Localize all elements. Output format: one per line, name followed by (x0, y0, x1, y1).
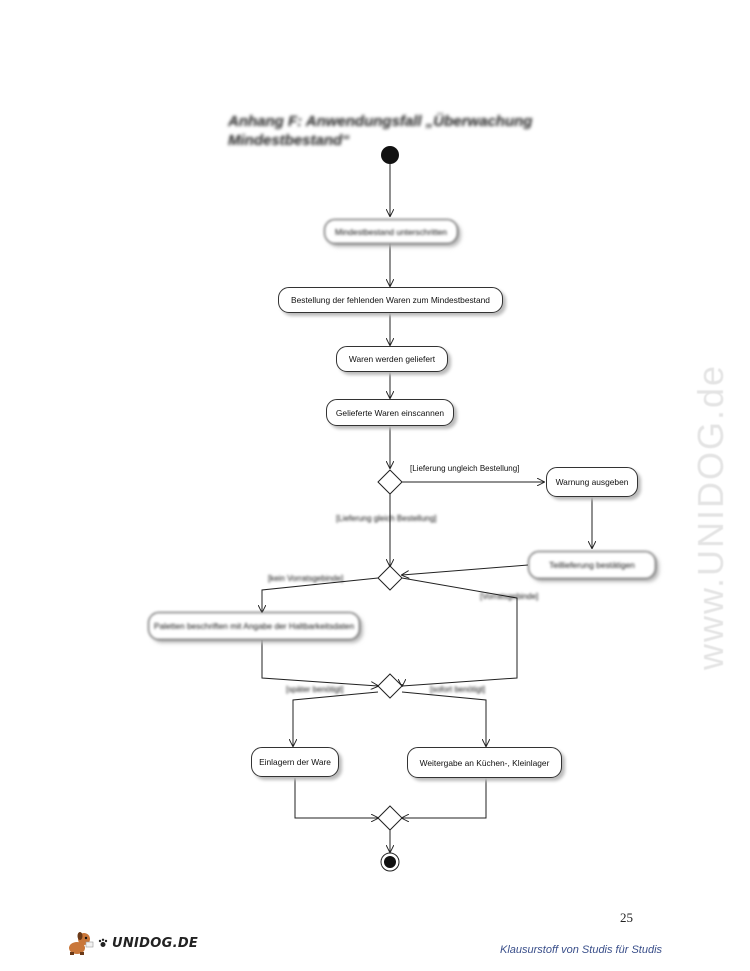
decision-demand (377, 673, 403, 699)
activity-warning: Warnung ausgeben (546, 467, 638, 497)
guard-match: [Lieferung gleich Bestellung] (336, 514, 437, 523)
start-node (381, 146, 399, 164)
guard-stock: [Vorratsgebinde] (480, 592, 539, 601)
footer-logo: UNIDOG.DE (66, 930, 198, 956)
activity-order: Bestellung der fehlenden Waren zum Minde… (278, 287, 503, 313)
decision-delivery (377, 469, 403, 495)
activity-store: Einlagern der Ware (251, 747, 339, 777)
guard-pallet: [kein Vorratsgebinde] (268, 574, 344, 583)
activity-scan: Gelieferte Waren einscannen (326, 399, 454, 426)
activity-confirm: Teillieferung bestätigen (528, 551, 656, 579)
logo-text: UNIDOG.DE (112, 935, 199, 951)
activity-delivered: Waren werden geliefert (336, 346, 448, 372)
activity-check-min: Mindestbestand unterschritten (324, 219, 458, 244)
page-number: 25 (620, 910, 633, 925)
guard-mismatch: [Lieferung ungleich Bestellung] (410, 464, 520, 473)
decision-pallet (377, 565, 403, 591)
activity-forward: Weitergabe an Küchen-, Kleinlager (407, 747, 562, 778)
page-title: Anhang F: Anwendungsfall „Überwachung Mi… (228, 113, 533, 149)
guard-later: [später benötigt] (286, 685, 344, 694)
guard-now: [sofort benötigt] (430, 685, 486, 694)
merge-final (377, 805, 403, 831)
activity-notify: Paletten beschriften mit Angabe der Halt… (148, 612, 360, 640)
paw-icon (98, 938, 108, 947)
dog-logo-icon (69, 932, 94, 955)
end-node-dot (384, 856, 396, 868)
footer-slogan: Klausurstoff von Studis für Studis (500, 944, 663, 956)
